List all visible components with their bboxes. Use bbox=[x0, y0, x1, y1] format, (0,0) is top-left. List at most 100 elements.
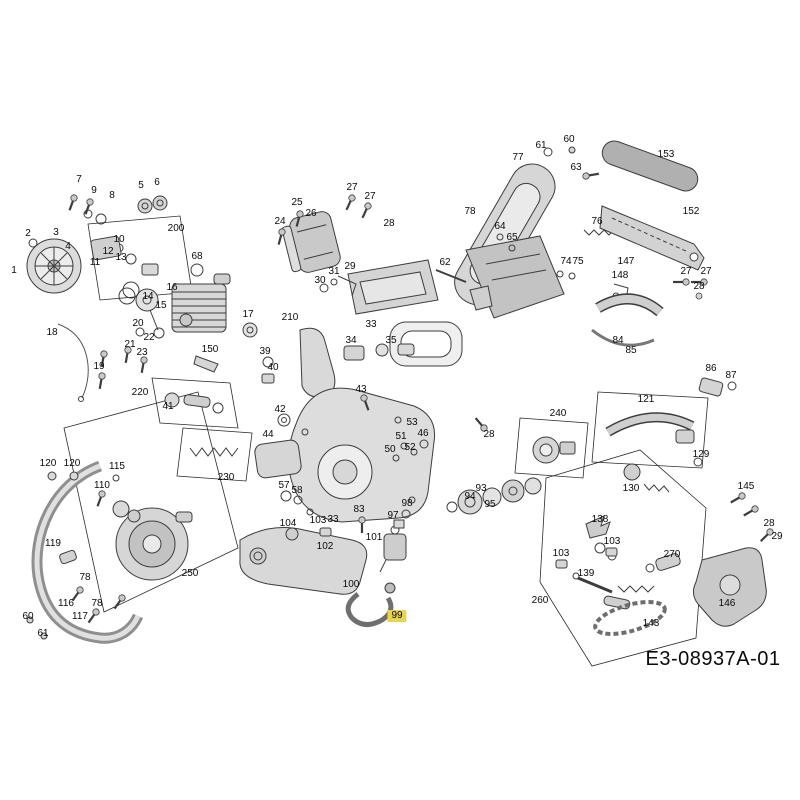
part-number-27[interactable]: 27 bbox=[346, 182, 358, 193]
part-number-63[interactable]: 63 bbox=[570, 162, 582, 173]
part-number-17[interactable]: 17 bbox=[242, 309, 254, 320]
part-number-34[interactable]: 34 bbox=[345, 335, 357, 346]
part-number-1[interactable]: 1 bbox=[11, 265, 17, 276]
part-number-148[interactable]: 148 bbox=[611, 270, 629, 281]
part-number-220[interactable]: 220 bbox=[131, 387, 149, 398]
part-number-60[interactable]: 60 bbox=[563, 134, 575, 145]
part-number-35[interactable]: 35 bbox=[385, 335, 397, 346]
part-number-29[interactable]: 29 bbox=[344, 261, 356, 272]
part-number-260[interactable]: 260 bbox=[531, 595, 549, 606]
part-number-98[interactable]: 98 bbox=[401, 498, 413, 509]
part-number-230[interactable]: 230 bbox=[217, 472, 235, 483]
part-number-68[interactable]: 68 bbox=[191, 251, 203, 262]
part-number-53[interactable]: 53 bbox=[406, 417, 418, 428]
part-number-76[interactable]: 76 bbox=[591, 216, 603, 227]
part-number-26[interactable]: 26 bbox=[305, 208, 317, 219]
part-number-150[interactable]: 150 bbox=[201, 344, 219, 355]
part-number-25[interactable]: 25 bbox=[291, 197, 303, 208]
part-number-14[interactable]: 14 bbox=[142, 291, 154, 302]
part-number-43[interactable]: 43 bbox=[355, 384, 367, 395]
part-number-200[interactable]: 200 bbox=[167, 223, 185, 234]
part-number-152[interactable]: 152 bbox=[682, 206, 700, 217]
part-number-103[interactable]: 103 bbox=[309, 515, 327, 526]
part-number-120[interactable]: 120 bbox=[39, 458, 57, 469]
part-number-117[interactable]: 117 bbox=[72, 611, 88, 622]
part-number-11[interactable]: 11 bbox=[89, 257, 101, 268]
part-number-97[interactable]: 97 bbox=[387, 510, 399, 521]
part-number-138[interactable]: 138 bbox=[591, 514, 609, 525]
part-number-145[interactable]: 145 bbox=[737, 481, 755, 492]
part-number-104[interactable]: 104 bbox=[279, 518, 297, 529]
part-number-61[interactable]: 61 bbox=[535, 140, 547, 151]
part-number-16[interactable]: 16 bbox=[166, 282, 178, 293]
part-number-27[interactable]: 27 bbox=[364, 191, 376, 202]
part-number-41[interactable]: 41 bbox=[162, 401, 174, 412]
part-number-119[interactable]: 119 bbox=[45, 538, 61, 549]
part-number-52[interactable]: 52 bbox=[404, 442, 416, 453]
part-number-62[interactable]: 62 bbox=[439, 257, 451, 268]
part-number-115[interactable]: 115 bbox=[109, 461, 125, 472]
part-number-22[interactable]: 22 bbox=[143, 332, 155, 343]
part-number-75[interactable]: 75 bbox=[572, 256, 584, 267]
part-number-27[interactable]: 27 bbox=[680, 266, 692, 277]
part-number-30[interactable]: 30 bbox=[314, 275, 326, 286]
part-number-9[interactable]: 9 bbox=[91, 185, 97, 196]
part-number-94[interactable]: 94 bbox=[464, 491, 476, 502]
part-number-46[interactable]: 46 bbox=[417, 428, 429, 439]
part-number-147[interactable]: 147 bbox=[617, 256, 635, 267]
part-number-20[interactable]: 20 bbox=[132, 318, 144, 329]
part-number-28[interactable]: 28 bbox=[763, 518, 775, 529]
part-number-101[interactable]: 101 bbox=[365, 532, 383, 543]
part-number-102[interactable]: 102 bbox=[316, 541, 334, 552]
part-number-78[interactable]: 78 bbox=[79, 572, 91, 583]
part-number-28[interactable]: 28 bbox=[693, 281, 705, 292]
part-number-129[interactable]: 129 bbox=[692, 449, 710, 460]
part-number-74[interactable]: 74 bbox=[560, 256, 572, 267]
part-number-240[interactable]: 240 bbox=[549, 408, 567, 419]
part-number-78[interactable]: 78 bbox=[91, 598, 103, 609]
part-number-33[interactable]: 33 bbox=[365, 319, 377, 330]
part-number-28[interactable]: 28 bbox=[483, 429, 495, 440]
part-number-93[interactable]: 93 bbox=[475, 483, 487, 494]
part-number-19[interactable]: 19 bbox=[93, 361, 105, 372]
part-number-15[interactable]: 15 bbox=[155, 300, 167, 311]
part-number-10[interactable]: 10 bbox=[113, 234, 125, 245]
part-number-78[interactable]: 78 bbox=[464, 206, 476, 217]
part-number-57[interactable]: 57 bbox=[278, 480, 290, 491]
part-number-121[interactable]: 121 bbox=[637, 394, 655, 405]
part-number-31[interactable]: 31 bbox=[328, 266, 340, 277]
part-number-210[interactable]: 210 bbox=[281, 312, 299, 323]
part-number-83[interactable]: 83 bbox=[353, 504, 365, 515]
part-number-51[interactable]: 51 bbox=[395, 431, 407, 442]
part-number-130[interactable]: 130 bbox=[622, 483, 640, 494]
part-number-64[interactable]: 64 bbox=[494, 221, 506, 232]
part-number-270[interactable]: 270 bbox=[663, 549, 681, 560]
part-number-3[interactable]: 3 bbox=[53, 227, 59, 238]
part-number-143[interactable]: 143 bbox=[642, 618, 660, 629]
part-number-153[interactable]: 153 bbox=[657, 149, 675, 160]
part-number-116[interactable]: 116 bbox=[58, 598, 74, 609]
part-number-28[interactable]: 28 bbox=[383, 218, 395, 229]
part-number-58[interactable]: 58 bbox=[291, 485, 303, 496]
part-number-87[interactable]: 87 bbox=[725, 370, 737, 381]
part-number-65[interactable]: 65 bbox=[506, 232, 518, 243]
part-number-103[interactable]: 103 bbox=[603, 536, 621, 547]
part-number-139[interactable]: 139 bbox=[577, 568, 595, 579]
part-number-77[interactable]: 77 bbox=[512, 152, 524, 163]
part-number-85[interactable]: 85 bbox=[625, 345, 637, 356]
part-number-99-highlighted[interactable]: 99 bbox=[387, 610, 407, 622]
part-number-95[interactable]: 95 bbox=[484, 499, 496, 510]
part-number-60[interactable]: 60 bbox=[22, 611, 34, 622]
part-number-8[interactable]: 8 bbox=[109, 190, 115, 201]
part-number-110[interactable]: 110 bbox=[94, 480, 110, 491]
part-number-5[interactable]: 5 bbox=[138, 180, 144, 191]
part-number-23[interactable]: 23 bbox=[136, 347, 148, 358]
part-number-2[interactable]: 2 bbox=[25, 228, 31, 239]
part-number-250[interactable]: 250 bbox=[181, 568, 199, 579]
part-number-13[interactable]: 13 bbox=[115, 252, 127, 263]
part-number-120[interactable]: 120 bbox=[63, 458, 81, 469]
part-number-12[interactable]: 12 bbox=[102, 246, 114, 257]
part-number-27[interactable]: 27 bbox=[700, 266, 712, 277]
part-number-18[interactable]: 18 bbox=[46, 327, 58, 338]
part-number-146[interactable]: 146 bbox=[718, 598, 736, 609]
